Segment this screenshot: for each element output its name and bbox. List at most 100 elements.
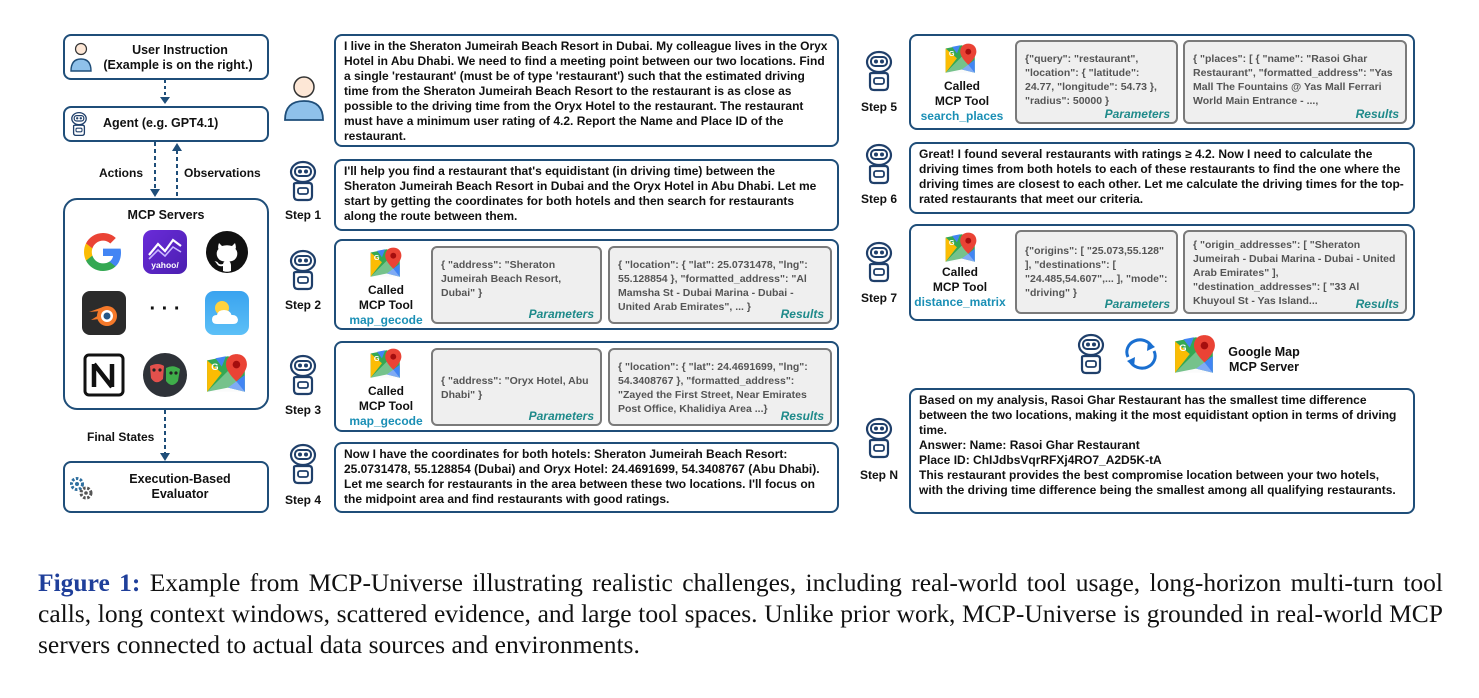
results-text: { "origin_addresses": [ "Sheraton Jumeir… [1193, 239, 1396, 307]
user-icon [70, 42, 92, 72]
observations-label: Observations [184, 166, 261, 180]
called-label: Called [943, 79, 980, 93]
parameters-text: { "address": "Oryx Hotel, Abu Dhabi" } [441, 375, 589, 401]
step-7-parameters: {"origins": [ "25.073,55.128" ], "destin… [1015, 230, 1178, 314]
step-2-label: Step 2 [284, 298, 321, 312]
user-message: I live in the Sheraton Jumeirah Beach Re… [334, 34, 839, 147]
parameters-text: {"query": "restaurant", "location": { "l… [1025, 53, 1157, 107]
mcp-servers-title: MCP Servers [127, 208, 205, 222]
google-maps-icon [370, 247, 402, 277]
step-3-tool: Called MCP Tool map_gecode [341, 384, 431, 429]
evaluator-label-2: Evaluator [151, 487, 209, 501]
step-3-label: Step 3 [284, 403, 321, 417]
actions-label: Actions [99, 166, 144, 180]
results-tag: Results [780, 409, 824, 423]
step-n-answer: Answer: Name: Rasoi Ghar Restaurant [919, 438, 1140, 452]
step-n-place-id: Place ID: ChIJdbsVqrRFXj4RO7_A2D5K-tA [919, 453, 1162, 467]
step-2-tool: Called MCP Tool map_gecode [341, 283, 431, 328]
called-label: Called [367, 283, 404, 297]
mcp-tool-label: MCP Tool [932, 280, 988, 294]
caption-text: Example from MCP-Universe illustrating r… [38, 568, 1444, 659]
step-n-label: Step N [859, 468, 898, 482]
step-6-message: Great! I found several restaurants with … [909, 142, 1415, 214]
tool-name: search_places [920, 109, 1004, 123]
sync-arrows-icon [1125, 338, 1157, 370]
google-maps-icon [370, 348, 402, 378]
more-servers-ellipsis: · · · [149, 298, 181, 320]
step-n-analysis: Based on my analysis, Rasoi Ghar Restaur… [919, 393, 1397, 437]
arrow-actions [150, 142, 160, 197]
user-instruction-title: User Instruction [132, 43, 228, 57]
tool-name: map_gecode [349, 414, 423, 428]
figure-caption: Figure 1: Example from MCP-Universe illu… [38, 567, 1443, 660]
step-3-parameters: { "address": "Oryx Hotel, Abu Dhabi" } P… [431, 348, 602, 426]
step-n-conclusion: This restaurant provides the best compro… [919, 468, 1396, 497]
arrow-observations [172, 143, 182, 198]
gears-icon [70, 477, 93, 500]
mcp-tool-label: MCP Tool [934, 94, 990, 108]
server-label-2: MCP Server [1229, 360, 1299, 374]
step-5-parameters: {"query": "restaurant", "location": { "l… [1015, 40, 1178, 124]
parameters-tag: Parameters [528, 409, 594, 423]
evaluator-box [63, 461, 269, 513]
mcp-tool-label: MCP Tool [358, 298, 414, 312]
results-text: { "location": { "lat": 24.4691699, "lng"… [618, 361, 808, 415]
google-maps-icon [1175, 335, 1215, 373]
parameters-text: {"origins": [ "25.073,55.128" ], "destin… [1025, 245, 1168, 299]
blender-icon [82, 291, 126, 335]
mcp-tool-label: MCP Tool [358, 399, 414, 413]
agent-label: Agent (e.g. GPT4.1) [103, 116, 219, 130]
svg-text:yahoo/: yahoo/ [151, 260, 179, 270]
called-label: Called [367, 384, 404, 398]
evaluator-label-1: Execution-Based [129, 472, 231, 486]
robot-icon [1077, 333, 1105, 375]
step-4-label: Step 4 [284, 493, 321, 507]
step-1-message: I'll help you find a restaurant that's e… [334, 159, 839, 231]
parameters-tag: Parameters [528, 307, 594, 321]
step-n-message: Based on my analysis, Rasoi Ghar Restaur… [909, 388, 1415, 514]
robot-icon [865, 143, 893, 185]
arrow-final-states [160, 410, 170, 461]
robot-icon [865, 417, 893, 459]
results-tag: Results [1355, 107, 1399, 121]
server-label-1: Google Map [1228, 345, 1300, 359]
parameters-text: { "address": "Sheraton Jumeirah Beach Re… [441, 259, 562, 299]
robot-icon [865, 50, 893, 92]
results-text: { "location": { "lat": 25.0731478, "lng"… [618, 259, 808, 313]
arrow-instruction-to-agent [160, 80, 170, 104]
step-3-results: { "location": { "lat": 24.4691699, "lng"… [608, 348, 832, 426]
step-7-label: Step 7 [860, 291, 897, 305]
parameters-tag: Parameters [1104, 107, 1170, 121]
results-tag: Results [780, 307, 824, 321]
figure-number: Figure 1: [38, 568, 141, 597]
tool-name: distance_matrix [914, 295, 1006, 309]
step-7-results: { "origin_addresses": [ "Sheraton Jumeir… [1183, 230, 1407, 314]
google-maps-icon [945, 232, 977, 262]
robot-icon [71, 111, 87, 137]
parameters-tag: Parameters [1104, 297, 1170, 311]
user-avatar-icon [284, 76, 324, 121]
step-1-label: Step 1 [284, 208, 321, 222]
step-2-parameters: { "address": "Sheraton Jumeirah Beach Re… [431, 246, 602, 324]
step-2-results: { "location": { "lat": 25.0731478, "lng"… [608, 246, 832, 324]
notion-icon [83, 353, 125, 397]
step-7-tool: Called MCP Tool distance_matrix [907, 265, 1013, 310]
github-icon [206, 231, 248, 273]
results-tag: Results [1355, 297, 1399, 311]
google-icon [84, 233, 121, 271]
results-text: { "places": [ { "name": "Rasoi Ghar Rest… [1193, 53, 1393, 107]
step-5-results: { "places": [ { "name": "Rasoi Ghar Rest… [1183, 40, 1407, 124]
robot-icon [289, 354, 317, 396]
step-6-label: Step 6 [860, 192, 897, 206]
called-label: Called [941, 265, 978, 279]
step-4-message: Now I have the coordinates for both hote… [334, 442, 839, 513]
step-5-tool: Called MCP Tool search_places [912, 79, 1012, 124]
user-instruction-box [63, 34, 269, 80]
yahoo-finance-icon: yahoo/ [143, 230, 187, 274]
theater-masks-icon [143, 353, 187, 397]
robot-icon [289, 160, 317, 202]
tool-name: map_gecode [349, 313, 423, 327]
agent-box [63, 106, 269, 142]
google-maps-icon [945, 43, 977, 73]
robot-icon [289, 249, 317, 291]
